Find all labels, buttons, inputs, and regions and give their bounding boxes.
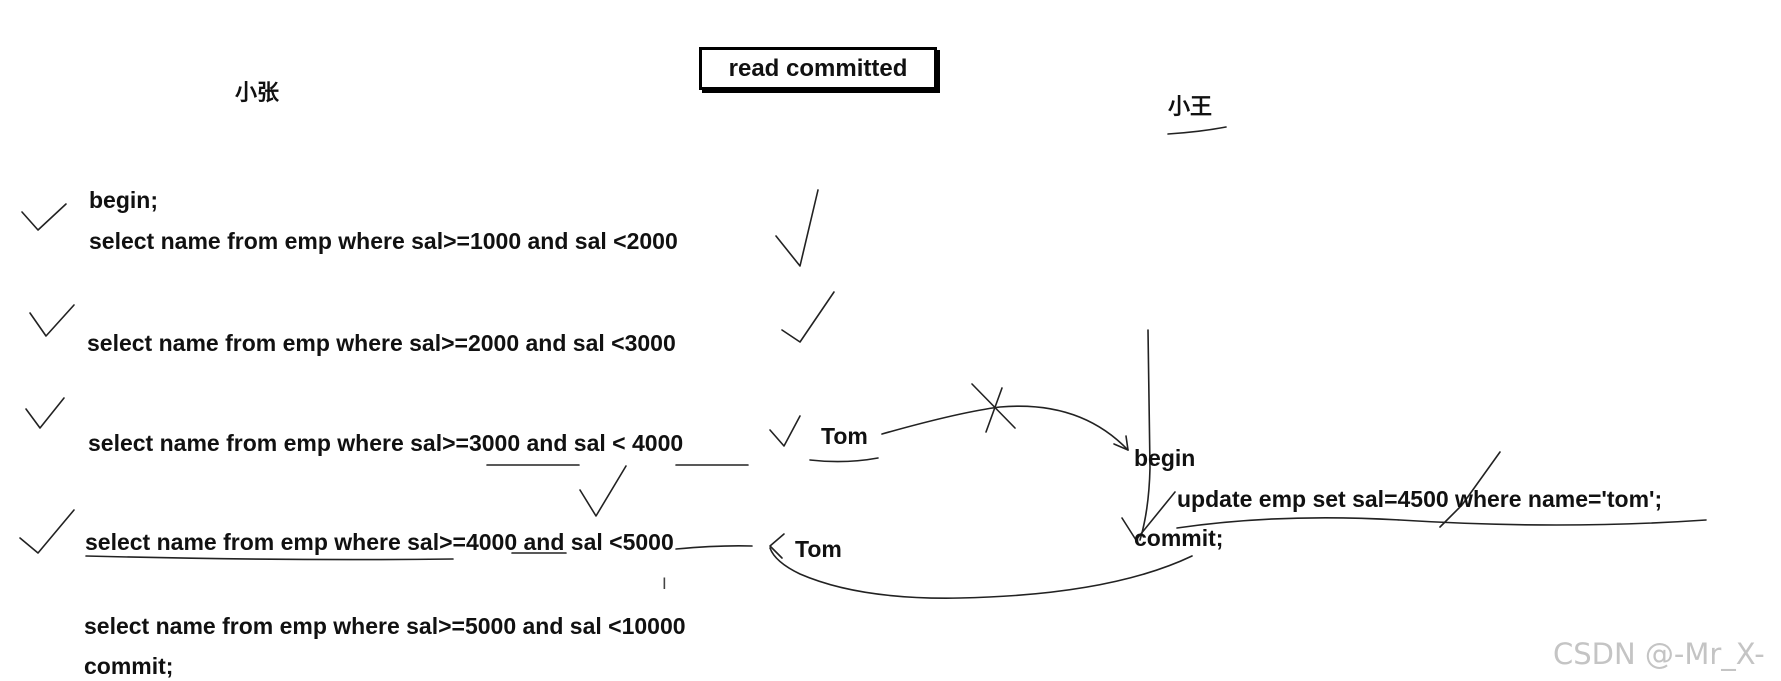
text-cursor-icon: I bbox=[662, 574, 667, 593]
cross-mark-x2 bbox=[985, 387, 1003, 433]
arrow-commit-to-q4 bbox=[769, 547, 1193, 599]
left-user-label: 小张 bbox=[235, 81, 280, 106]
underline-q4-lt bbox=[675, 545, 753, 550]
tom-annotation-upper: Tom bbox=[821, 423, 868, 449]
check-mark-update bbox=[1439, 451, 1501, 528]
query-5: select name from emp where sal>=5000 and… bbox=[84, 613, 686, 639]
check-mark-q1-right bbox=[775, 189, 819, 267]
arrow-tom-to-begin bbox=[881, 405, 1129, 451]
check-mark-q1-left bbox=[21, 203, 67, 231]
underline-q4-left bbox=[85, 555, 454, 561]
left-begin: begin; bbox=[89, 187, 158, 213]
right-begin: begin bbox=[1134, 445, 1196, 471]
underline-right-user bbox=[1167, 126, 1227, 135]
underline-update bbox=[1176, 516, 1707, 529]
check-mark-q4-above bbox=[579, 465, 627, 517]
timeline-hook bbox=[1121, 491, 1176, 541]
update-statement: update emp set sal=4500 where name='tom'… bbox=[1177, 486, 1663, 512]
cross-mark-x1 bbox=[971, 383, 1016, 429]
timeline-vertical bbox=[1139, 329, 1151, 541]
query-3: select name from emp where sal>=3000 and… bbox=[88, 430, 684, 456]
check-mark-q2-right bbox=[781, 291, 835, 343]
right-commit: commit; bbox=[1134, 525, 1224, 551]
isolation-level-title: read committed bbox=[728, 54, 908, 82]
csdn-watermark: CSDN @-Mr_X- bbox=[1553, 637, 1765, 671]
left-commit: commit; bbox=[84, 653, 174, 679]
check-mark-q3-left bbox=[25, 397, 65, 429]
right-user-label: 小王 bbox=[1168, 95, 1213, 120]
check-mark-q3-right bbox=[769, 415, 801, 447]
underline-tom-upper bbox=[809, 457, 879, 463]
arrow-head-q4 bbox=[769, 533, 785, 559]
tom-annotation-lower: Tom bbox=[795, 536, 842, 562]
query-4: select name from emp where sal>=4000 and… bbox=[85, 529, 674, 555]
check-mark-q2-left bbox=[29, 304, 75, 337]
isolation-level-title-box: read committed bbox=[699, 47, 937, 90]
arrow-head-begin bbox=[1113, 435, 1129, 451]
check-mark-q4-left bbox=[19, 509, 75, 554]
query-1: select name from emp where sal>=1000 and… bbox=[89, 228, 678, 254]
query-2: select name from emp where sal>=2000 and… bbox=[87, 330, 676, 356]
